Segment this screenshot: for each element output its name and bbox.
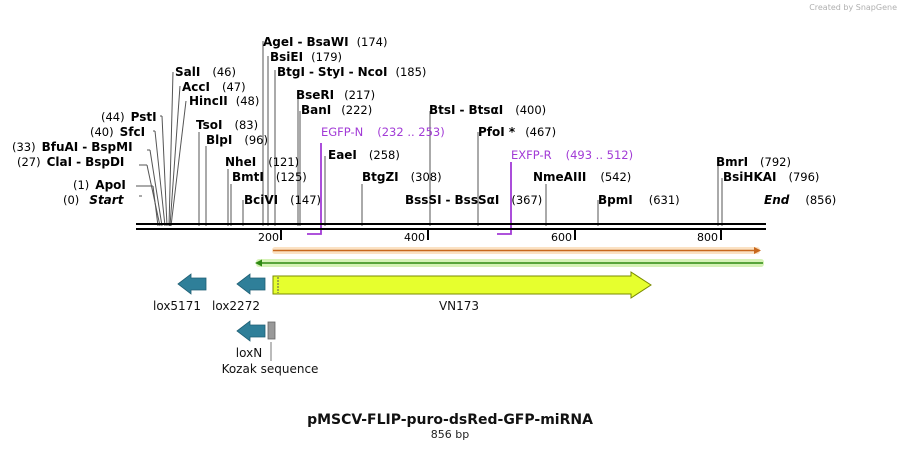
site-label: PfoI *(467)	[478, 125, 556, 139]
site-label: (0)Start	[63, 193, 125, 207]
site-label: (40)SfcI	[90, 125, 145, 139]
site-label: BssSI-BssSαI(367)	[405, 193, 542, 207]
features: lox5171 lox2272 VN173 loxN Kozak sequenc…	[153, 271, 652, 376]
site-label: BlpI(96)	[206, 133, 268, 147]
orf-forward-arrowhead	[754, 247, 761, 254]
vn173-arrow	[272, 271, 652, 299]
scale: 200 400 600 800	[258, 230, 722, 244]
site-label: BanI(222)	[301, 103, 372, 117]
lox2272-label: lox2272	[212, 299, 260, 313]
scale-tick-label: 200	[258, 231, 279, 244]
site-label: EaeI(258)	[328, 148, 400, 162]
lox5171-arrow	[177, 273, 207, 295]
site-label: (27)ClaI-BspDI	[17, 155, 124, 169]
site-label: End(856)	[764, 193, 836, 207]
site-label: BsiEI(179)	[270, 50, 342, 64]
site-label: NmeAIII(542)	[533, 170, 631, 184]
site-label: BseRI(217)	[296, 88, 375, 102]
primer-egfp-n-label: EGFP-N(232 .. 253)	[321, 125, 445, 139]
orf-reverse-arrowhead	[255, 259, 262, 267]
site-label: SalI(46)	[175, 65, 236, 79]
site-label: AgeI-BsaWI(174)	[263, 35, 388, 49]
loxn-label: loxN	[236, 346, 262, 360]
primer-exfp-r-label: EXFP-R(493 .. 512)	[511, 148, 633, 162]
sequence-backbone	[136, 223, 766, 230]
site-label: (44)PstI	[101, 110, 157, 124]
lox5171-label: lox5171	[153, 299, 201, 313]
site-label: BmtI(125)	[232, 170, 307, 184]
site-label: BtsI-BtsαI(400)	[429, 103, 546, 117]
primers: EGFP-N(232 .. 253) EXFP-R(493 .. 512)	[307, 125, 633, 235]
site-label: BciVI(147)	[244, 193, 321, 207]
site-label: NheI(121)	[225, 155, 299, 169]
site-label: TsoI(83)	[196, 118, 258, 132]
restriction-sites: AgeI-BsaWI(174) BsiEI(179) BtgI-StyI-Nco…	[12, 35, 836, 207]
scale-tick-label: 600	[551, 231, 572, 244]
lox2272-arrow	[236, 273, 266, 295]
primer-exfp-r-mark	[497, 162, 512, 235]
snapgene-credit: Created by SnapGene	[809, 3, 897, 12]
orf-indicators	[255, 247, 764, 267]
site-label: BtgI-StyI-NcoI(185)	[277, 65, 426, 79]
primer-egfp-n-mark	[307, 143, 322, 235]
site-label: BsiHKAI(796)	[723, 170, 819, 184]
kozak-box	[267, 321, 276, 340]
plasmid-length: 856 bp	[431, 428, 469, 441]
site-connectors	[136, 41, 723, 227]
scale-tick-label: 800	[697, 231, 718, 244]
site-label: BmrI(792)	[716, 155, 791, 169]
site-label: (1)ApoI	[73, 178, 126, 192]
scale-tick-label: 400	[404, 231, 425, 244]
site-label: AccI(47)	[182, 80, 246, 94]
site-label: BtgZI(308)	[362, 170, 442, 184]
plasmid-title: pMSCV-FLIP-puro-dsRed-GFP-miRNA	[307, 412, 593, 428]
site-label: HincII(48)	[189, 94, 259, 108]
vn173-label: VN173	[439, 299, 479, 313]
kozak-label: Kozak sequence	[222, 362, 319, 376]
site-label: BpmI(631)	[598, 193, 680, 207]
site-label: (33)BfuAI-BspMI	[12, 140, 133, 154]
loxn-arrow	[236, 320, 266, 342]
